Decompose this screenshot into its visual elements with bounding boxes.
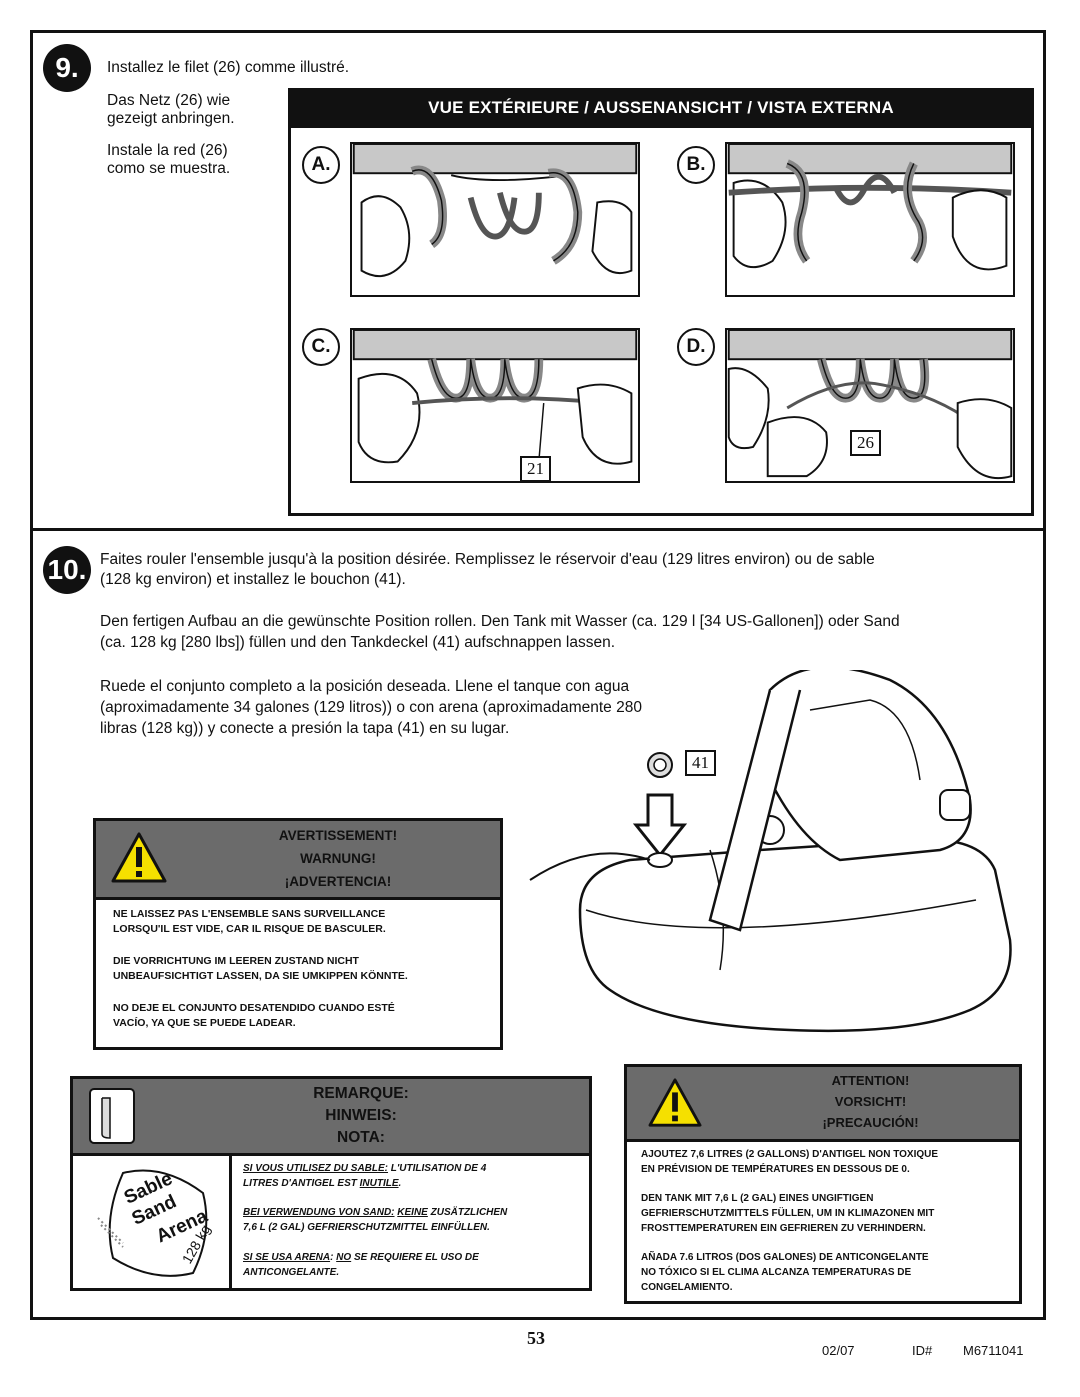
panel-a-label: A. (302, 146, 340, 184)
revision-date: 02/07 (822, 1343, 855, 1358)
note-page-icon (89, 1088, 135, 1144)
note-header: REMARQUE: HINWEIS: NOTA: (73, 1079, 589, 1156)
warning-text-fr-1: NE LAISSEZ PAS L'ENSEMBLE SANS SURVEILLA… (113, 908, 386, 920)
panel-a-illustration (350, 142, 640, 297)
step-10-badge: 10. (43, 546, 91, 594)
attention-title-fr: ATTENTION! (831, 1073, 910, 1088)
note-title-de: HINWEIS: (325, 1107, 397, 1124)
sand-bag-icon (97, 1169, 208, 1277)
note-text-es-1: SI SE USA ARENA: NO SE REQUIERE EL USO D… (243, 1250, 479, 1265)
attention-header: ATTENTION! VORSICHT! ¡PRECAUCIÓN! (627, 1067, 1019, 1142)
id-label: ID# (912, 1343, 933, 1358)
attention-text-fr-2: EN PRÉVISION DE TEMPÉRATURES EN DESSOUS … (641, 1164, 910, 1175)
exterior-view-banner: VUE EXTÉRIEURE / AUSSENANSICHT / VISTA E… (288, 88, 1034, 128)
note-fr-rest-2: LITRES D'ANTIGEL EST (243, 1178, 360, 1189)
note-fr-emphasis: INUTILE (359, 1178, 399, 1189)
net-illustration-c (352, 330, 638, 465)
panel-b-label: B. (677, 146, 715, 184)
panel-c-label: C. (302, 328, 340, 366)
warning-title-fr: AVERTISSEMENT! (278, 828, 398, 843)
step-10-text-fr-1: Faites rouler l'ensemble jusqu'à la posi… (100, 551, 875, 568)
step-9-badge: 9. (43, 44, 91, 92)
page-frame (30, 30, 1046, 1320)
step-10-text-fr-2: (128 kg environ) et installez le bouchon… (100, 571, 406, 588)
note-text-es-2: ANTICONGELANTE. (243, 1267, 340, 1278)
step-10-text-es-2: (aproximadamente 34 galones (129 litros)… (100, 699, 642, 716)
step-9-text-de-2: gezeigt anbringen. (107, 110, 235, 127)
step-9-text-de-1: Das Netz (26) wie (107, 92, 231, 109)
net-illustration-b (727, 144, 1013, 271)
note-de-lead: BEI VERWENDUNG VON SAND: (243, 1207, 395, 1218)
part-41-callout: 41 (685, 750, 716, 776)
warning-text-es-2: VACÍO, YA QUE SE PUEDE LADEAR. (113, 1017, 296, 1029)
part-26-callout: 26 (850, 430, 881, 456)
step-10-text-de-1: Den fertigen Aufbau an die gewünschte Po… (100, 613, 900, 630)
panel-d-label: D. (677, 328, 715, 366)
attention-text-es-1: AÑADA 7.6 LITROS (DOS GALONES) DE ANTICO… (641, 1252, 929, 1263)
note-text-fr-2: LITRES D'ANTIGEL EST INUTILE. (243, 1176, 401, 1191)
tank-fill-illustration (529, 670, 1012, 1033)
attention-text-fr-1: AJOUTEZ 7,6 LITRES (2 GALLONS) D'ANTIGEL… (641, 1149, 939, 1160)
net-illustration-a (352, 144, 638, 278)
panel-d-illustration (725, 328, 1015, 483)
warning-text-fr-2: LORSQU'IL EST VIDE, CAR IL RISQUE DE BAS… (113, 923, 386, 935)
note-es-colon: : (330, 1252, 337, 1263)
note-es-lead: SI SE USA ARENA (243, 1252, 331, 1263)
attention-text-de-3: FROSTTEMPERATUREN EIN GEFRIEREN ZU VERHI… (641, 1223, 926, 1234)
step-9-text-fr: Installez le filet (26) comme illustré. (107, 59, 350, 76)
note-fr-period: . (398, 1178, 402, 1189)
net-illustration-d (727, 330, 1013, 480)
note-title-es: NOTA: (337, 1129, 385, 1146)
attention-title-es: ¡PRECAUCIÓN! (822, 1115, 919, 1130)
warning-box: AVERTISSEMENT! WARNUNG! ¡ADVERTENCIA! NE… (93, 818, 503, 1050)
note-text-fr-1: SI VOUS UTILISEZ DU SABLE: L'UTILISATION… (243, 1161, 486, 1176)
panel-b-illustration (725, 142, 1015, 297)
attention-text-de-2: GEFRIERSCHUTZMITTELS FÜLLEN, UM IN KLIMA… (641, 1208, 935, 1219)
note-es-rest: SE REQUIERE EL USO DE (351, 1252, 479, 1263)
note-column-divider (229, 1153, 232, 1288)
warning-title-es: ¡ADVERTENCIA! (284, 874, 392, 889)
warning-text-es-1: NO DEJE EL CONJUNTO DESATENDIDO CUANDO E… (113, 1002, 395, 1014)
attention-title-de: VORSICHT! (834, 1094, 907, 1109)
panel-c-illustration (350, 328, 640, 483)
warning-triangle-icon (111, 832, 167, 883)
step-10-text-de-2: (ca. 128 kg [280 lbs]) füllen und den Ta… (100, 634, 615, 651)
note-es-emphasis: NO (336, 1252, 352, 1263)
attention-text-de-1: DEN TANK MIT 7,6 L (2 GAL) EINES UNGIFTI… (641, 1193, 874, 1204)
note-title-fr: REMARQUE: (313, 1085, 409, 1102)
note-de-rest: ZUSÄTZLICHEN (427, 1207, 508, 1218)
attention-text-es-2: NO TÓXICO SI EL CLIMA ALCANZA TEMPERATUR… (641, 1267, 912, 1278)
note-text-de-2: 7,6 L (2 GAL) GEFRIERSCHUTZMITTEL EINFÜL… (243, 1222, 490, 1233)
note-text-de-1: BEI VERWENDUNG VON SAND: KEINE ZUSÄTZLIC… (243, 1205, 507, 1220)
attention-text-es-3: CONGELAMIENTO. (641, 1282, 733, 1293)
note-de-emphasis: KEINE (397, 1207, 428, 1218)
step-10-text-es-3: libras (128 kg)) y conecte a presión la … (100, 720, 510, 737)
attention-box: ATTENTION! VORSICHT! ¡PRECAUCIÓN! AJOUTE… (624, 1064, 1022, 1304)
part-21-callout: 21 (520, 456, 551, 482)
warning-header: AVERTISSEMENT! WARNUNG! ¡ADVERTENCIA! (96, 821, 500, 900)
caution-triangle-icon (648, 1078, 702, 1127)
warning-title-de: WARNUNG! (300, 851, 376, 866)
warning-text-de-2: UNBEAUFSICHTIGT LASSEN, DA SIE UMKIPPEN … (113, 970, 408, 982)
page-number: 53 (527, 1328, 545, 1348)
note-box: REMARQUE: HINWEIS: NOTA: Sable Sand Aren… (70, 1076, 592, 1291)
step-10-text-es-1: Ruede el conjunto completo a la posición… (100, 678, 630, 695)
warning-text-de-1: DIE VORRICHTUNG IM LEEREN ZUSTAND NICHT (113, 955, 359, 967)
step-divider (30, 528, 1046, 531)
note-fr-lead: SI VOUS UTILISEZ DU SABLE: (243, 1163, 389, 1174)
step-9-text-es-1: Instale la red (26) (107, 142, 228, 159)
id-value: M6711041 (963, 1343, 1024, 1358)
note-fr-rest: L'UTILISATION DE 4 (388, 1163, 487, 1174)
step-9-text-es-2: como se muestra. (107, 160, 231, 177)
